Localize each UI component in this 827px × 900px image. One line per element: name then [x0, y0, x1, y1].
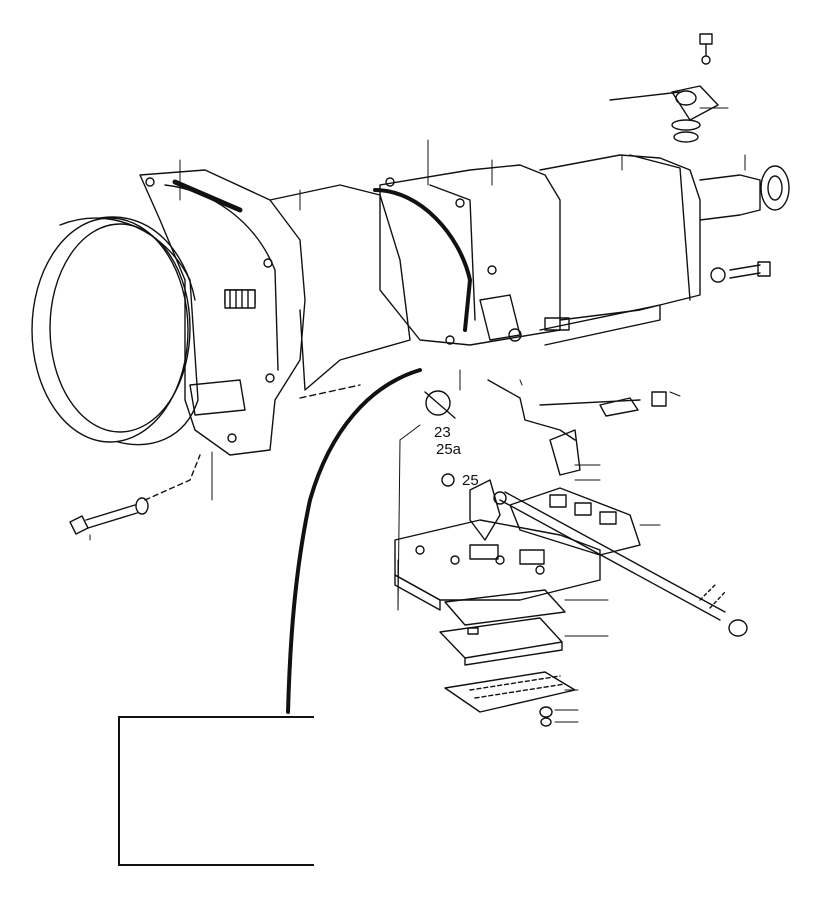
callout-25a: 25a	[436, 441, 462, 458]
side-bolt	[710, 261, 771, 283]
transmission-case	[269, 164, 561, 391]
callout-25: 25	[462, 472, 479, 489]
oil-pan-assembly	[439, 589, 576, 727]
torque-converter	[31, 216, 199, 446]
upper-valve-body	[509, 487, 641, 556]
inset-box	[118, 716, 314, 866]
valve-body	[394, 519, 601, 611]
housing-bolt	[69, 454, 201, 535]
top-bracket-assembly	[609, 33, 719, 143]
input-shaft	[224, 289, 256, 309]
bell-housing	[139, 169, 306, 456]
detent-linkage	[424, 379, 667, 541]
dipstick-tube	[286, 368, 422, 714]
extension-housing	[539, 154, 790, 346]
leader-lines	[89, 107, 746, 723]
callout-23: 23	[434, 424, 451, 441]
manual-shaft	[499, 491, 748, 637]
